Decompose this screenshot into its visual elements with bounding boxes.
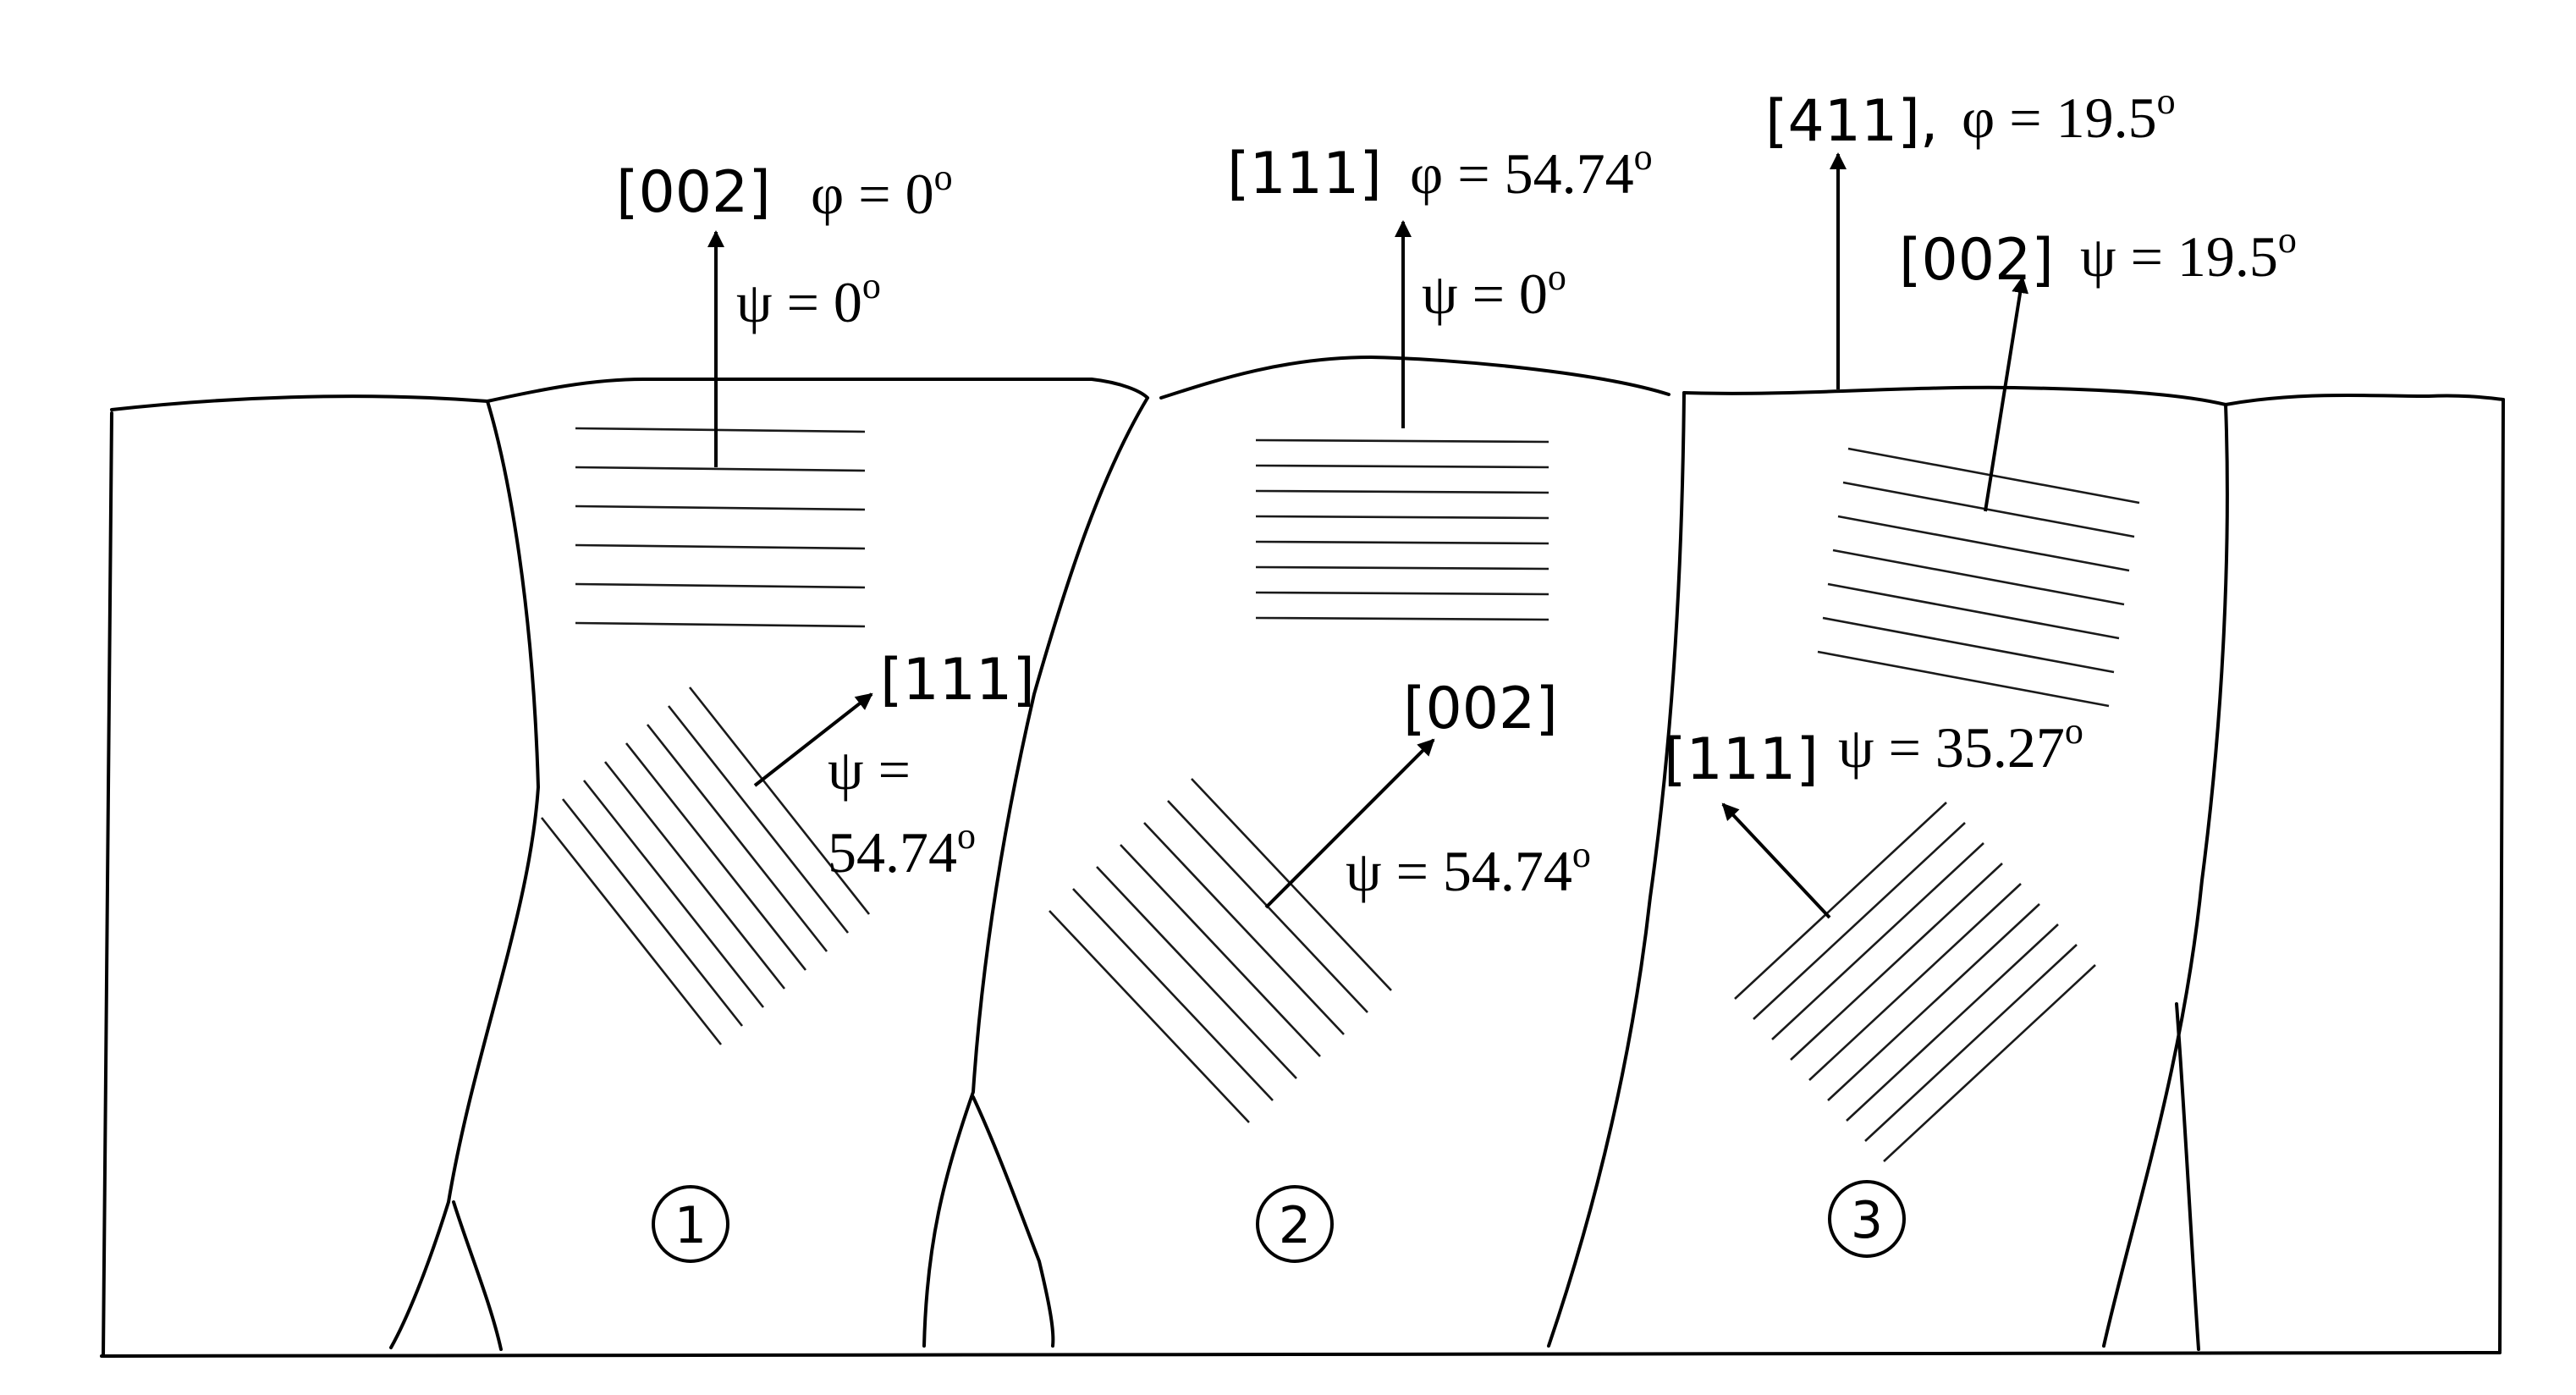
lattice-plane (1808, 883, 2022, 1081)
specimen-bottom-edge (100, 1351, 2502, 1358)
lattice-plane (688, 686, 871, 915)
grain-1-111-planes (540, 686, 871, 1045)
grain-marker-circle (652, 1185, 729, 1263)
lattice-plane (646, 724, 828, 952)
grain-3-lower-psi-label: ψ = 35.27o (1838, 710, 2083, 780)
grain-2-top-phi-label: φ = 54.74o (1410, 136, 1653, 206)
lattice-plane (575, 543, 866, 550)
lattice-plane (1883, 964, 2096, 1162)
lattice-plane (1864, 944, 2078, 1142)
arrow-grain-3-002 (1984, 276, 2029, 512)
lattice-plane (1832, 549, 2125, 606)
grain-3-surface-phi-label: φ = 19.5o (1962, 80, 2176, 150)
grain-2-top-direction-label: [111] (1227, 141, 1382, 207)
grain-1-lower-psi-label-line2: 54.74o (828, 815, 976, 885)
grain-1-top-direction-label: [002] (616, 159, 771, 226)
grain-1-lower-psi-label-line1: ψ = (828, 737, 911, 802)
grain-1-top-phi-label: φ = 0o (811, 157, 953, 226)
grain-3-surface-direction-label: [411], (1765, 88, 1938, 155)
lattice-plane (575, 505, 866, 511)
direction-arrows (707, 152, 2029, 919)
grain-marker-number: 1 (674, 1196, 707, 1255)
grain-marker-3: 3 (1828, 1180, 1906, 1258)
lattice-plane (1827, 582, 2120, 640)
lattice-plane (1842, 481, 2135, 538)
grain-1-002-planes (575, 427, 866, 628)
lattice-plane (1255, 616, 1549, 621)
grain-3-top-direction-label: [002] (1899, 227, 2054, 294)
lattice-plane (1143, 822, 1345, 1035)
grain-marker-circle (1256, 1185, 1334, 1263)
lattice-plane (1846, 924, 2059, 1122)
lattice-plane (1049, 910, 1250, 1123)
arrow-grain-3-111 (1721, 802, 1831, 919)
specimen-right-edge (2498, 398, 2505, 1353)
grain-1-top-psi-label: ψ = 0o (736, 265, 881, 334)
grain-2-lower-psi-label: ψ = 54.74o (1346, 834, 1591, 903)
lattice-plane (625, 742, 807, 971)
grain-marker-number: 3 (1851, 1191, 1883, 1250)
grain-1-left-notch (452, 1200, 503, 1351)
grain-1-left-boundary (389, 400, 540, 1349)
grain-2-3-boundary (1547, 391, 1686, 1348)
lattice-plane (1255, 515, 1549, 520)
surface-grain-1 (486, 378, 1149, 403)
grain-marker-1: 1 (652, 1185, 729, 1263)
arrow-grain-1-111 (753, 692, 873, 787)
lattice-plane (1255, 464, 1549, 469)
lattice-plane (575, 582, 866, 589)
grain-3-111-planes (1734, 802, 2096, 1162)
grain-2-top-psi-label: ψ = 0o (1422, 256, 1566, 326)
lattice-plane (1255, 565, 1549, 571)
specimen-left-edge (102, 411, 113, 1358)
lattice-plane (1072, 888, 1274, 1101)
lattice-plane (575, 427, 866, 433)
grain-3-002-planes (1817, 447, 2140, 708)
surface-grain-2 (1159, 356, 1671, 400)
lattice-plane (561, 798, 744, 1027)
lattice-plane (1096, 866, 1297, 1079)
lattice-plane (1120, 844, 1321, 1057)
lattice-plane (1255, 489, 1549, 494)
lattice-plane (1817, 650, 2110, 708)
grain-3-right-notch (2175, 1002, 2200, 1351)
lattice-plane (1753, 822, 1966, 1020)
surface-grain-3 (1682, 385, 2227, 406)
arrow-grain-2-002 (1264, 738, 1435, 909)
lattice-plane (575, 621, 866, 628)
grain-2-002-planes (1049, 778, 1392, 1123)
grain-2-111-planes (1255, 438, 1549, 621)
surface-left (110, 394, 489, 411)
grain-marker-number: 2 (1279, 1196, 1311, 1255)
lattice-plane (667, 705, 850, 934)
lattice-plane (1837, 515, 2130, 572)
lattice-plane (1191, 778, 1392, 991)
lattice-plane (1827, 903, 2040, 1101)
lattice-plane (575, 466, 866, 472)
lattice-plane (1771, 842, 1984, 1040)
surface-right (2224, 393, 2505, 406)
lattice-plane (582, 780, 765, 1008)
grain-2-lower-direction-label: [002] (1403, 675, 1558, 742)
specimen-outline (100, 356, 2505, 1358)
grain-3-top-psi-label: ψ = 19.5o (2080, 219, 2297, 289)
grain-3-lower-direction-label: [111] (1664, 726, 1819, 793)
grain-marker-circle (1828, 1180, 1906, 1258)
lattice-plane (1822, 616, 2115, 674)
lattice-plane (603, 761, 786, 990)
grain-1-2-boundary (922, 396, 1149, 1348)
grain-1-lower-direction-label: [111] (880, 647, 1035, 714)
lattice-plane (1255, 438, 1549, 444)
lattice-plane (540, 817, 723, 1045)
lattice-plane (1847, 447, 2140, 505)
lattice-plane (1255, 540, 1549, 545)
grain-1-2-notch (972, 1095, 1055, 1348)
grain-marker-2: 2 (1256, 1185, 1334, 1263)
lattice-plane (1734, 802, 1947, 1000)
lattice-plane (1790, 863, 2003, 1061)
lattice-plane (1255, 591, 1549, 596)
grain-3-right-boundary (2102, 403, 2229, 1348)
